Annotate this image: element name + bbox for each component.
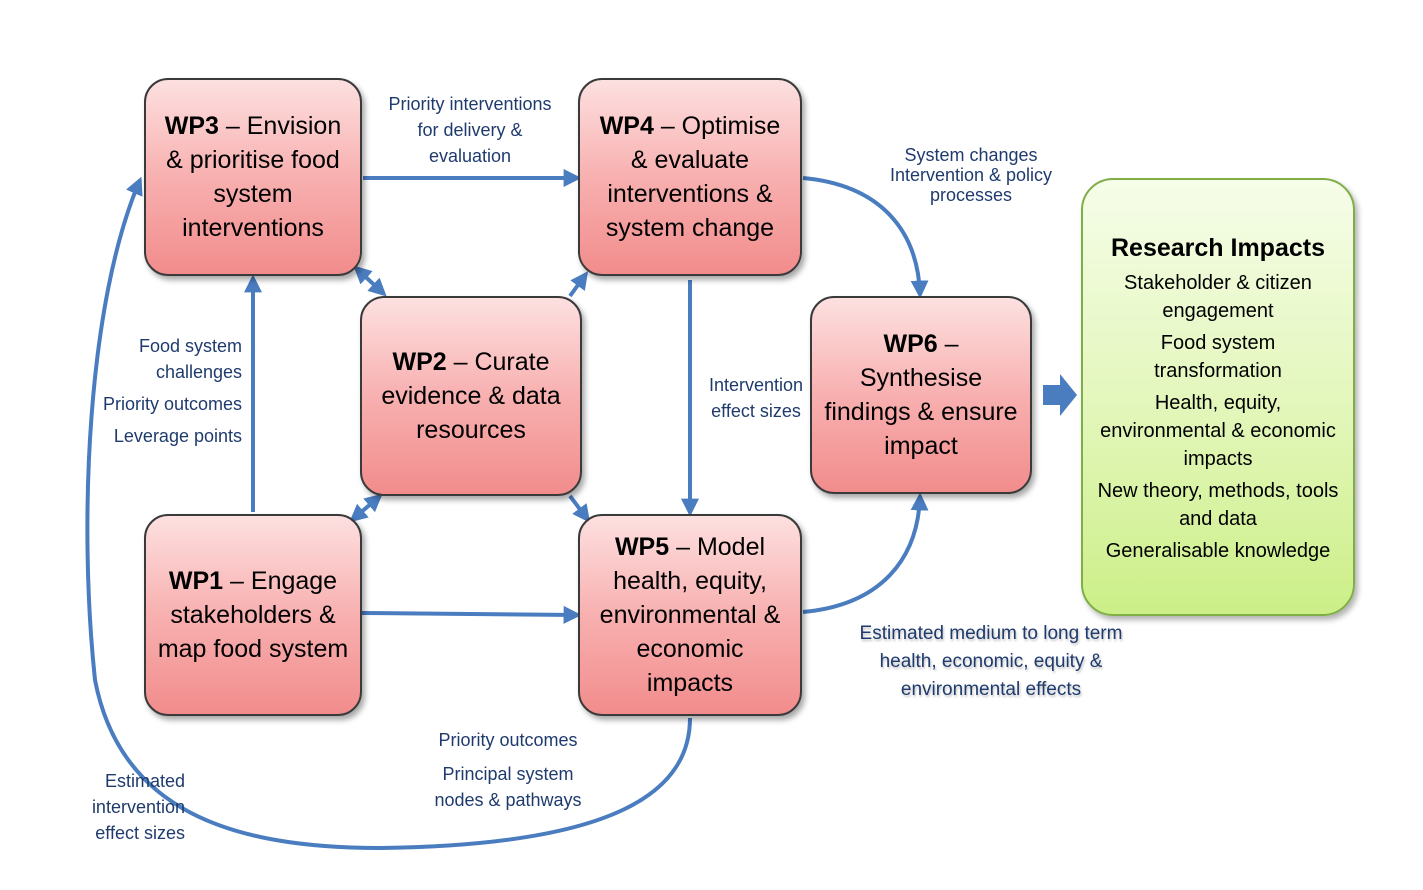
label-wp3-wp4: Priority interventions for delivery & ev… [370, 91, 570, 169]
impact-item: Health, equity, environmental & economic… [1100, 392, 1336, 470]
wp1-code: WP1 [168, 567, 224, 595]
label-line: Estimated medium to long term [859, 623, 1123, 644]
label-line: processes [929, 185, 1013, 205]
label-wp5-loop: Priority outcomes Principal system nodes… [418, 727, 598, 813]
label-wp4-wp5: Intervention effect sizes [700, 372, 812, 424]
label-line: challenges [155, 362, 242, 382]
label-line: Intervention [708, 375, 804, 395]
research-impacts-title: Research Impacts [1110, 234, 1325, 262]
label-line: effect sizes [95, 823, 185, 843]
impact-item: Food system transformation [1154, 332, 1282, 382]
label-wp5-wp6: Estimated medium to long term health, ec… [845, 620, 1137, 704]
arrow-wp2-to-wp4 [568, 271, 589, 298]
wp3-code: WP3 [164, 112, 219, 140]
wp6-code: WP6 [883, 330, 938, 358]
wp2-text: Curate evidence & data resources [381, 348, 561, 444]
wp1-box: WP1 – Engage stakeholders & map food sys… [144, 514, 362, 716]
label-line: nodes & pathways [434, 790, 582, 810]
wp4-box: WP4 – Optimise & evaluate interventions … [578, 78, 802, 276]
wp5-text: Model health, equity, environmental & ec… [599, 533, 781, 697]
label-line: health, economic, equity & [879, 651, 1103, 672]
arrow-wp5-to-wp6 [802, 492, 929, 614]
label-line: effect sizes [711, 401, 801, 421]
impact-item: Stakeholder & citizen engagement [1124, 272, 1312, 322]
label-loop-left: Estimated intervention effect sizes [60, 768, 185, 846]
wp5-code: WP5 [614, 533, 670, 561]
arrow-loop-wp5-to-wp3 [85, 176, 692, 851]
arrow-wp4-to-wp6 [802, 176, 929, 299]
label-line: environmental effects [900, 679, 1082, 700]
arrow-wp2-to-wp5 [568, 494, 591, 523]
label-line: Leverage points [113, 426, 242, 446]
arrow-wp1-to-wp5 [361, 605, 582, 624]
research-impacts-box: Research Impacts Stakeholder & citizen e… [1081, 178, 1355, 616]
wp3-text: Envision & prioritise food system interv… [166, 112, 342, 242]
wp6-text: Synthesise findings & ensure impact [824, 364, 1018, 460]
wp4-code: WP4 [599, 112, 654, 140]
label-line: for delivery & [417, 120, 523, 140]
impact-item: Generalisable knowledge [1105, 540, 1331, 562]
label-line: Food system [138, 336, 242, 356]
label-line: Principal system [442, 764, 574, 784]
wp2-code: WP2 [392, 348, 447, 376]
arrow-wp2-wp3 [353, 265, 387, 297]
label-line: Priority outcomes [438, 730, 578, 750]
label-line: System changes [904, 145, 1038, 165]
label-line: Priority interventions [388, 94, 552, 114]
wp4-text: Optimise & evaluate interventions & syst… [605, 112, 781, 242]
label-line: Priority outcomes [102, 394, 242, 414]
label-line: evaluation [428, 146, 512, 166]
label-line: Intervention & policy [889, 165, 1053, 185]
label-line: Estimated [104, 771, 185, 791]
arrow-wp2-wp1 [349, 493, 383, 523]
label-wp4-wp6: System changes Intervention & policy pro… [880, 145, 1062, 205]
impact-item: New theory, methods, tools and data [1097, 480, 1339, 530]
wp5-box: WP5 – Model health, equity, environmenta… [578, 514, 802, 716]
wp6-box: WP6 – Synthesise findings & ensure impac… [810, 296, 1032, 494]
wp3-box: WP3 – Envision & prioritise food system … [144, 78, 362, 276]
wp1-text: Engage stakeholders & map food system [157, 567, 349, 663]
arrow-wp6-to-impacts [1043, 374, 1077, 416]
label-wp1-wp3: Food system challenges Priority outcomes… [80, 333, 242, 449]
label-line: intervention [91, 797, 185, 817]
wp2-box: WP2 – Curate evidence & data resources [360, 296, 582, 496]
